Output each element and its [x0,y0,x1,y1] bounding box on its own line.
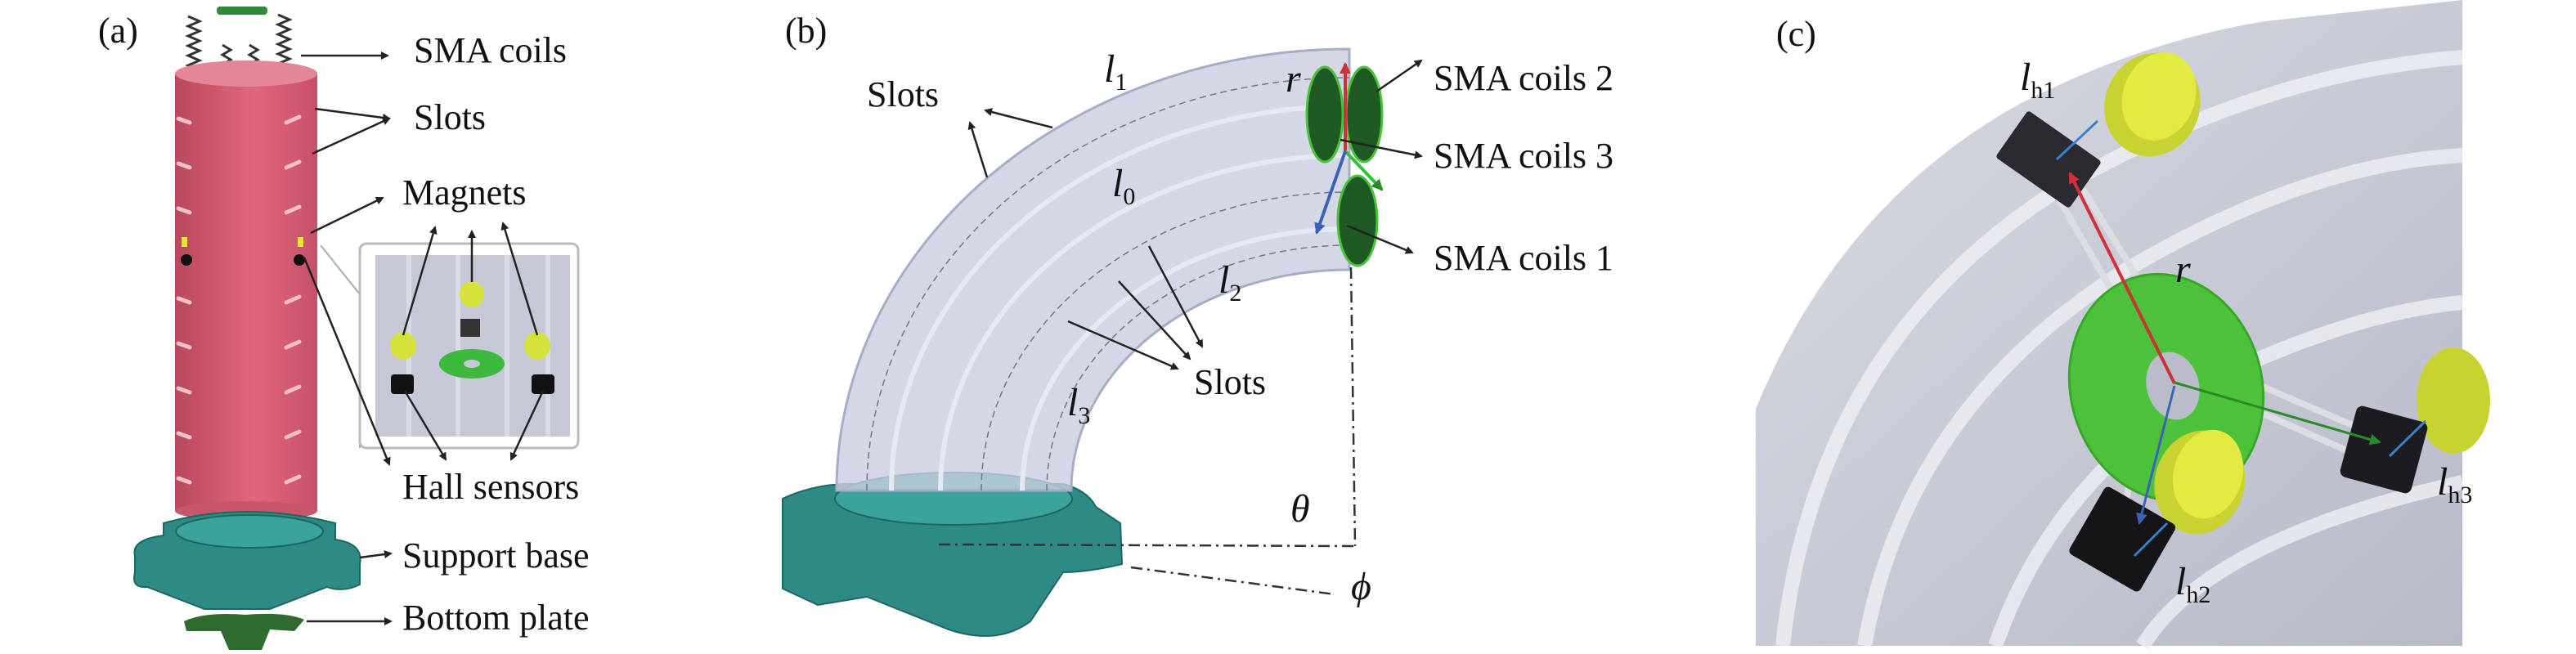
label-slots-bottom: Slots [1194,362,1266,402]
label-sma-coils-3: SMA coils 3 [1434,136,1613,176]
magnet [2417,347,2490,454]
backbone-lines [866,77,1350,491]
label-hall-sensors: Hall sensors [402,467,579,507]
var-r: r [1286,57,1301,101]
vector-blue [2136,385,2176,525]
sensor-marker [181,254,192,266]
tube-grooves [889,104,1350,491]
sma-coil-discs [1305,65,1384,267]
vector-green [2174,381,2381,446]
hall-sensors [1996,111,2428,592]
magnet-marker [298,237,303,247]
inset [320,242,580,450]
magnets [2104,52,2490,535]
var-lh1: lh1 [2020,56,2055,104]
var-l2: l2 [1218,258,1241,307]
label-bottom-plate: Bottom plate [402,598,590,638]
top-cap [217,7,267,15]
slots [176,114,302,485]
support-base-b [782,472,1124,637]
label-slots-top: Slots [867,74,939,114]
label-slots: Slots [414,97,486,137]
panel-c-tag: (c) [1776,14,1816,54]
var-l0: l0 [1112,162,1135,210]
distance-arrows [2055,119,2427,558]
frame-axis-green [1344,150,1384,191]
panel-b: (b) [782,11,1613,637]
panel-a-tag: (a) [98,11,138,51]
label-sma-coils: SMA coils [414,30,567,70]
vector-red [2068,172,2176,384]
panel-c: (c) lh1 lh3 [1756,0,2490,650]
frame-axis-blue [1314,150,1347,235]
label-sma-coils-1: SMA coils 1 [1434,238,1613,278]
var-r-c: r [2175,248,2191,291]
leader-arrows-b [967,59,1423,370]
tube [175,60,317,521]
magnet-marker [182,237,187,247]
support-base [133,511,361,610]
label-magnets: Magnets [402,172,527,213]
label-support-base: Support base [402,535,590,576]
var-lh2: lh2 [2175,560,2210,608]
var-lh3: lh3 [2437,460,2472,508]
bottom-plate [184,613,304,650]
panel-a: (a) [98,7,590,650]
var-l3: l3 [1067,381,1090,429]
bent-tube [835,47,1351,492]
label-sma-coils-2: SMA coils 2 [1434,58,1613,98]
var-theta: θ [1290,487,1310,531]
angle-lines [938,267,1357,596]
sensor-marker [294,254,305,266]
panel-b-tag: (b) [785,11,827,51]
hall-sensor [2340,405,2428,494]
var-l1: l1 [1104,47,1127,96]
leader-arrows-a [301,52,545,625]
var-phi: ϕ [1351,565,1371,608]
hall-sensor [2069,486,2176,592]
